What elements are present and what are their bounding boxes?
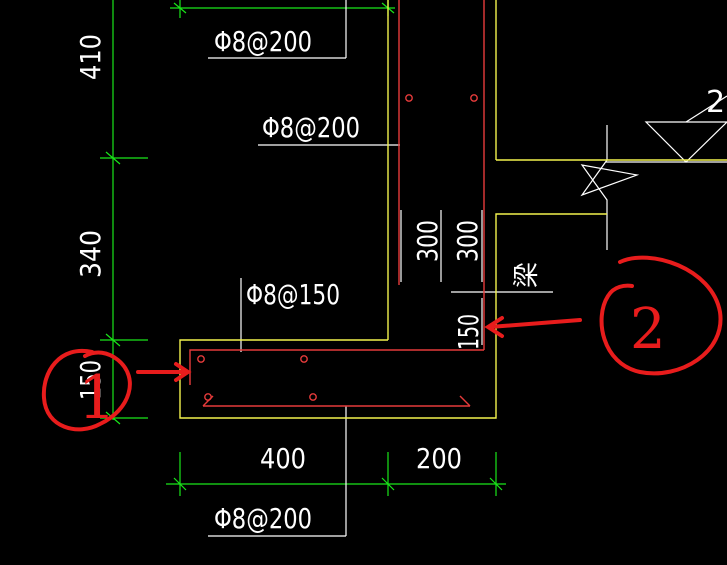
label-top-stirrup: Φ8@200 [214, 25, 312, 58]
rebar-lines [189, 0, 485, 407]
dim-400: 400 [260, 442, 306, 475]
label-bottom-stirrup: Φ8@200 [214, 502, 312, 535]
beam-label: 梁 [512, 262, 542, 288]
concrete-outline [179, 0, 727, 419]
dim-200: 200 [416, 442, 462, 475]
dim-300-b: 300 [451, 220, 484, 262]
dim-300-a: 300 [411, 220, 444, 262]
rebar-dots [197, 94, 478, 401]
dim-150-left: 150 [74, 360, 107, 400]
dim-410: 410 [74, 34, 107, 80]
dimension-lines [100, 0, 506, 496]
dim-340: 340 [74, 230, 107, 278]
label-slab-rebar: Φ8@150 [246, 278, 340, 311]
elevation-label: 2. [706, 85, 727, 120]
callout-2-number: 2 [630, 297, 666, 362]
dim-150-right: 150 [452, 314, 485, 350]
callout-1-group [41, 348, 192, 432]
label-wall-stirrup: Φ8@200 [262, 111, 360, 144]
callout-1-number: 1 [78, 363, 116, 433]
callout-2-group [484, 255, 723, 376]
